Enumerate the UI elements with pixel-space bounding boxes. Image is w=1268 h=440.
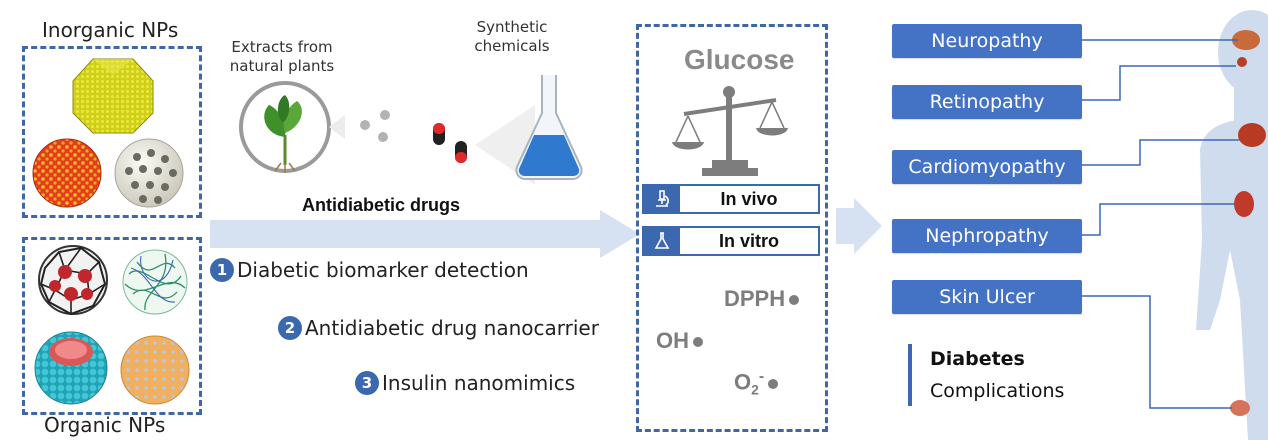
dpph-radical: DPPH (724, 286, 800, 312)
antidiabetic-drugs-label: Antidiabetic drugs (302, 195, 461, 215)
step-number-badge: 2 (278, 316, 302, 340)
micelle-nanoparticle (34, 331, 108, 405)
step-label: Diabetic biomarker detection (237, 258, 529, 282)
step-number-badge: 3 (355, 371, 379, 395)
gold-red-nanoparticle (32, 138, 102, 208)
brain-icon (1232, 30, 1260, 50)
complication-retinopathy: Retinopathy (892, 85, 1082, 119)
balance-scale-icon (672, 86, 788, 176)
oh-radical: OH (656, 328, 703, 354)
octahedral-nanoparticle (72, 58, 154, 134)
application-step-2: 2 Antidiabetic drug nanocarrier (278, 316, 599, 340)
step-label: Antidiabetic drug nanocarrier (305, 316, 599, 340)
body-silhouette-icon (1196, 10, 1268, 440)
drug-sources-illustration (239, 75, 583, 185)
plant-extract-icon (239, 81, 331, 173)
o2-subscript: 2 (751, 381, 759, 398)
synthetic-chemicals-label: Synthetic chemicals (474, 18, 550, 55)
organic-nps-title: Organic NPs (44, 413, 166, 437)
in-vivo-box: In vivo (642, 184, 820, 214)
porous-silica-nanoparticle (114, 138, 184, 208)
inorganic-nanoparticle-illustrations (32, 58, 184, 208)
oh-label: OH (656, 328, 689, 353)
in-vivo-label: In vivo (720, 188, 778, 209)
fullerene-nanoparticle (38, 245, 108, 316)
liposome-nanoparticle (120, 335, 190, 405)
heart-icon (1238, 123, 1266, 147)
assay-box (636, 24, 828, 432)
plant-extracts-label: Extracts from natural plants (229, 38, 335, 75)
step-number-badge: 1 (210, 258, 234, 282)
superoxide-radical: O2- (734, 368, 779, 398)
o2-superscript: - (758, 368, 765, 385)
step-label: Insulin nanomimics (382, 371, 576, 395)
in-vitro-box: In vitro (642, 226, 820, 256)
application-step-3: 3 Insulin nanomimics (355, 371, 575, 395)
flask-small-icon (644, 228, 680, 254)
inorganic-nps-title: Inorganic NPs (42, 18, 179, 42)
organic-nps-box (22, 237, 202, 415)
in-vitro-label: In vitro (718, 230, 779, 251)
foot-icon (1230, 400, 1250, 416)
complication-neuropathy: Neuropathy (892, 24, 1082, 58)
right-arrow (836, 198, 882, 254)
application-step-1: 1 Diabetic biomarker detection (210, 258, 529, 282)
legend-bar (908, 344, 912, 406)
inorganic-nps-box (22, 46, 202, 218)
complication-nephropathy: Nephropathy (892, 219, 1082, 253)
kidney-icon (1234, 191, 1254, 217)
flask-icon (515, 75, 583, 180)
dpph-label: DPPH (724, 286, 786, 311)
microscope-icon (644, 186, 680, 212)
pill-capsules-icon (433, 123, 467, 163)
glucose-label: Glucose (684, 44, 795, 75)
polymer-network-nanoparticle (122, 249, 188, 315)
eye-icon (1237, 57, 1247, 67)
o2-label: O (734, 369, 752, 395)
legend-title: Diabetes (930, 348, 1025, 370)
human-body-illustration (1080, 10, 1268, 440)
complication-cardiomyopathy: Cardiomyopathy (892, 150, 1082, 184)
complication-skin-ulcer: Skin Ulcer (892, 280, 1082, 314)
organic-nanoparticle-illustrations (34, 245, 190, 405)
main-arrow (210, 210, 640, 258)
legend-subtitle: Complications (930, 380, 1065, 402)
